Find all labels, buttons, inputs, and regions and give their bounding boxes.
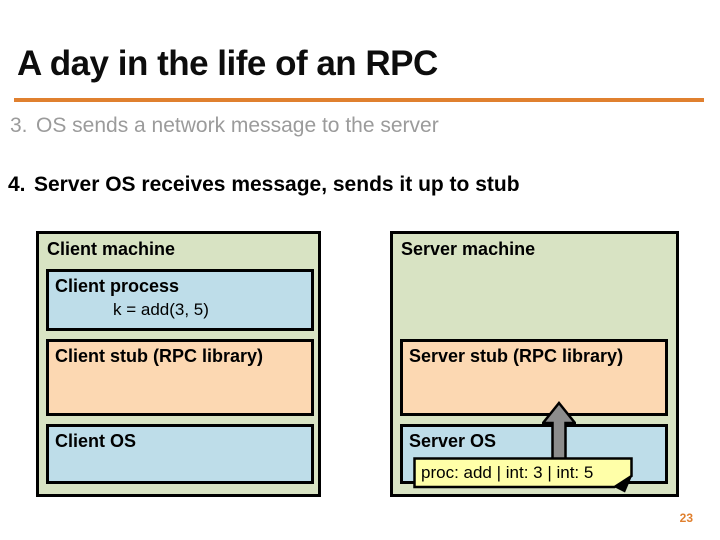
server-stub-label: Server stub (RPC library) [409, 346, 624, 366]
server-os-label: Server OS [409, 431, 497, 451]
step-number: 3. [10, 114, 28, 137]
client-stub-box: Client stub (RPC library) [46, 339, 314, 416]
client-os-box: Client OS [46, 424, 314, 484]
step-number: 4. [8, 173, 26, 196]
server-stub-box: Server stub (RPC library) [400, 339, 668, 416]
client-process-label: Client process [55, 276, 180, 296]
page-number: 23 [679, 511, 693, 525]
step-3: 3. OS sends a network message to the ser… [10, 114, 439, 138]
up-arrow-icon [542, 401, 576, 461]
slide-title: A day in the life of an RPC [17, 44, 438, 83]
server-machine-box: Server machine Server stub (RPC library)… [390, 231, 679, 497]
title-underline [14, 98, 704, 102]
client-machine-label: Client machine [47, 239, 176, 259]
message-note: proc: add | int: 3 | int: 5 [413, 457, 633, 494]
client-os-label: Client OS [55, 431, 137, 451]
folded-note-shape [413, 457, 633, 493]
message-note-text: proc: add | int: 3 | int: 5 [421, 463, 594, 482]
note-fold-corner [614, 476, 632, 493]
client-stub-label: Client stub (RPC library) [55, 346, 264, 366]
client-process-code: k = add(3, 5) [113, 300, 209, 319]
client-process-box: Client process k = add(3, 5) [46, 269, 314, 331]
client-machine-box: Client machine Client process k = add(3,… [36, 231, 321, 497]
step-text: OS sends a network message to the server [36, 114, 439, 137]
step-text: Server OS receives message, sends it up … [34, 173, 520, 196]
step-4: 4. Server OS receives message, sends it … [8, 173, 520, 197]
server-machine-label: Server machine [401, 239, 536, 259]
